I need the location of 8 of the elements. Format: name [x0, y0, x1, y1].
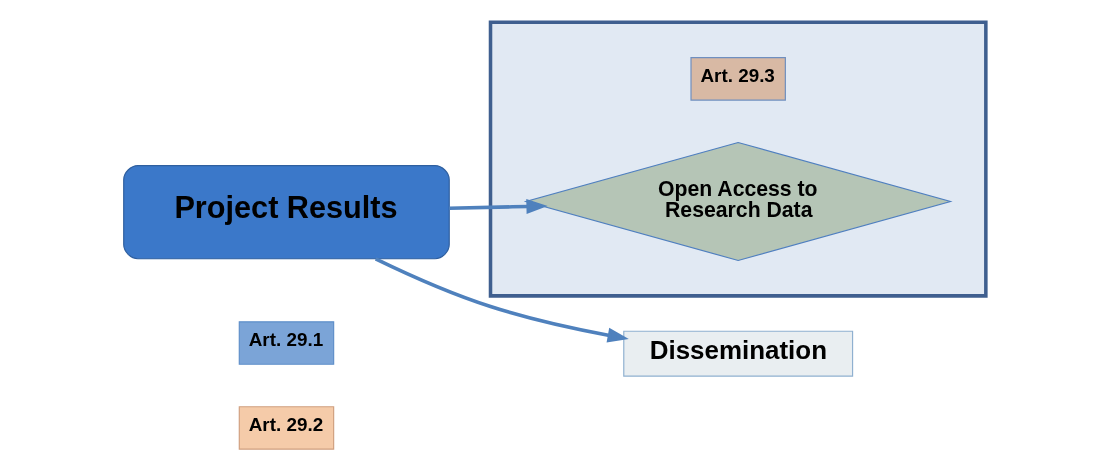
- cluster: [488, 20, 988, 298]
- node-box: Art. 29.2: [238, 406, 335, 450]
- arrow: [449, 199, 548, 214]
- node-box: Art. 29.3: [690, 57, 786, 101]
- node-box: Project Results: [123, 164, 450, 260]
- node-box: Art. 29.1: [238, 321, 335, 365]
- node-box: Dissemination: [623, 330, 854, 377]
- arrow: [374, 257, 629, 343]
